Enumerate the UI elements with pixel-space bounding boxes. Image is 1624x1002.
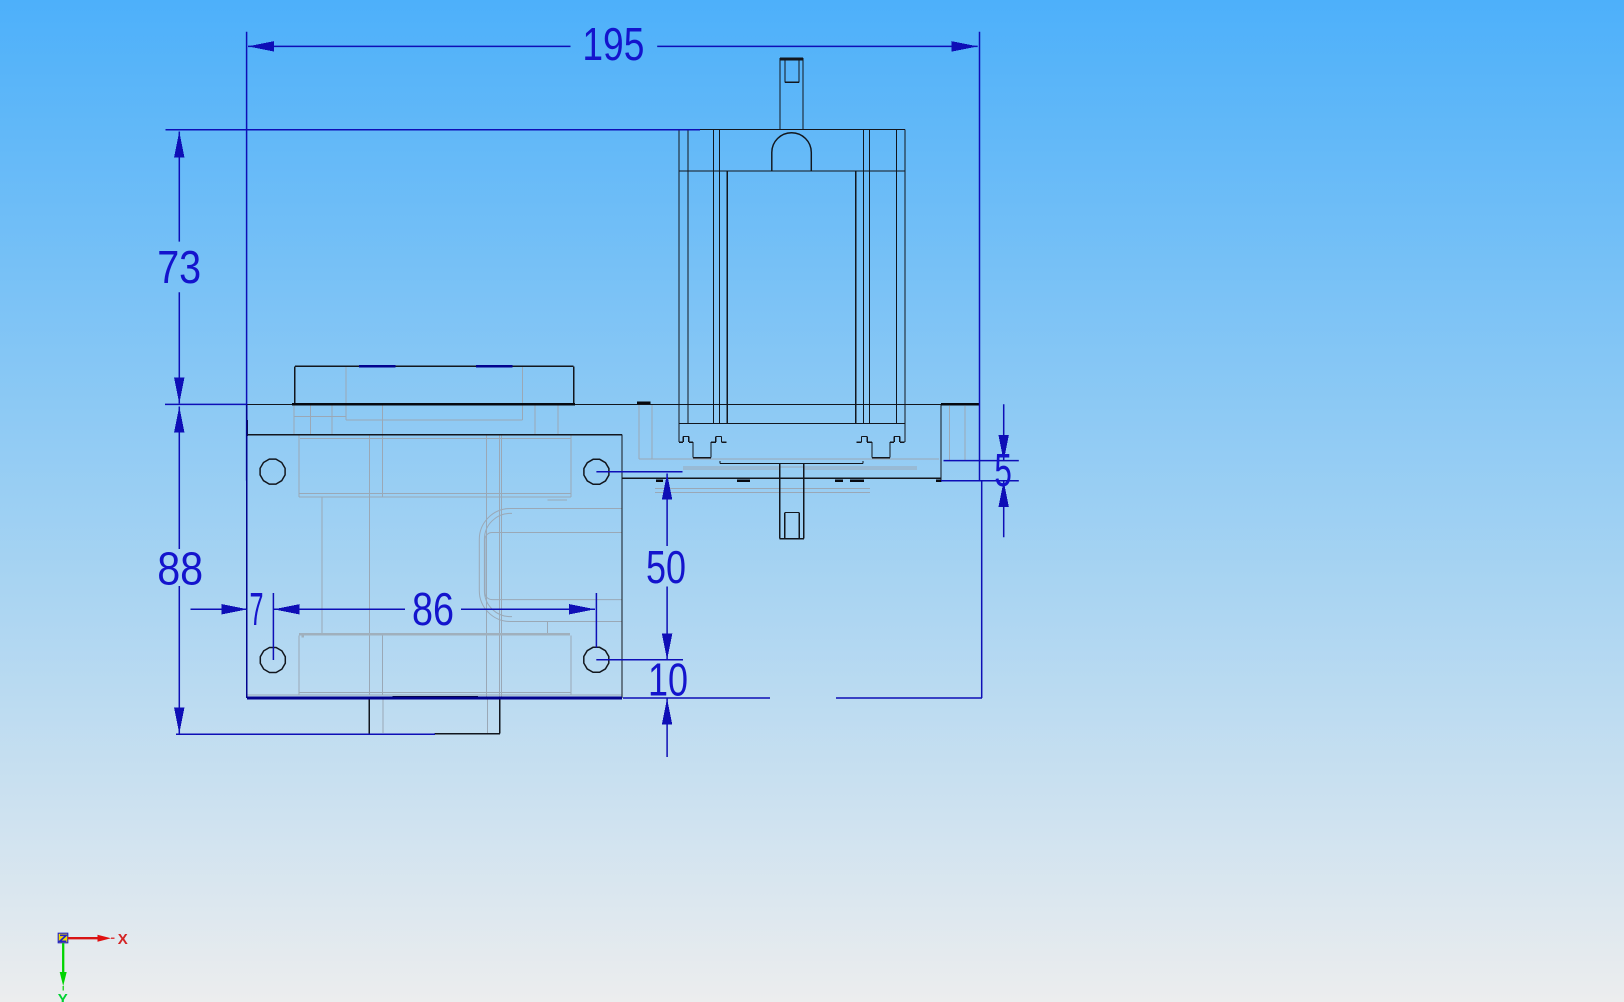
svg-text:10: 10 [648, 654, 688, 706]
svg-text:195: 195 [582, 18, 644, 70]
svg-text:5: 5 [994, 444, 1012, 496]
svg-text:73: 73 [157, 241, 201, 293]
svg-text:X: X [118, 931, 128, 948]
svg-text:50: 50 [646, 541, 686, 593]
svg-text:Y: Y [58, 991, 68, 1002]
svg-text:88: 88 [157, 542, 203, 594]
svg-text:7: 7 [250, 583, 264, 635]
svg-text:86: 86 [412, 583, 454, 635]
